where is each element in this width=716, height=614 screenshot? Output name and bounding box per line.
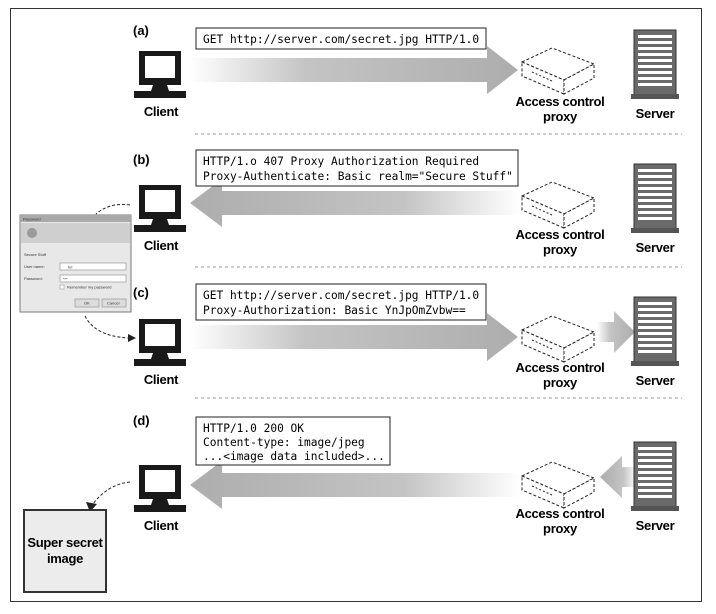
auth-request-arrow-c [190,313,518,361]
forward-arrow-c [597,311,635,353]
step-tag-b: (b) [133,152,150,167]
message-c-line1: GET http://server.com/secret.jpg HTTP/1.… [203,289,479,302]
proxy-label-d-2: proxy [543,521,578,536]
proxy-label-a-2: proxy [543,109,578,124]
client-icon-c [134,319,186,366]
username-field[interactable] [59,262,127,271]
proxy-label-c-2: proxy [543,375,578,390]
server-icon-c [630,296,680,367]
password-value: *** [63,277,68,282]
remember-checkbox[interactable] [59,284,65,290]
server-label-c: Server [636,373,675,388]
proxy-label-a-1: Access control [515,94,604,109]
message-box-b [195,149,519,187]
remember-label: Remember my password [67,285,111,290]
server-icon-b [630,163,680,234]
to-image-arrow [91,481,131,506]
server-icon-a [630,29,680,100]
from-dialog-arrowhead [128,334,136,342]
to-image-arrowhead [86,502,97,512]
username-value: bri [68,265,73,270]
message-box-d [195,416,391,466]
response-arrow-server-d [600,456,636,498]
proxy-icon-b [521,181,595,229]
from-dialog-arrow [84,315,129,339]
username-label: User name: [24,264,45,269]
client-label-b: Client [144,238,179,253]
dialog-title: Password [23,217,41,222]
request-arrow-a [190,46,518,94]
message-box-a [195,27,487,50]
cancel-button[interactable] [101,298,127,308]
client-icon-a [134,51,186,98]
password-field[interactable] [59,274,127,283]
server-label-b: Server [636,240,675,255]
password-label: Password: [24,276,43,281]
client-label-c: Client [144,372,179,387]
secret-image-box [23,509,107,593]
to-dialog-arrow [95,203,131,215]
message-d-line3: ...<image data included>... [203,450,385,463]
client-icon-b [134,185,186,232]
server-icon-d [630,441,680,512]
client-label-d: Client [144,518,179,533]
proxy-label-b-1: Access control [515,227,604,242]
message-b-line1: HTTP/1.o 407 Proxy Authorization Require… [203,155,479,168]
step-tag-a: (a) [133,23,149,38]
server-label-a: Server [636,106,675,121]
message-a-line1: GET http://server.com/secret.jpg HTTP/1.… [203,33,479,46]
proxy-icon-d [521,461,595,509]
message-box-c [195,283,487,321]
message-b-line2: Proxy-Authenticate: Basic realm="Secure … [203,170,513,183]
step-tag-c: (c) [133,285,149,300]
figure-frame [10,8,702,602]
password-dialog: Password Secure Stuff User name: bri Pas… [19,214,132,313]
key-icon [27,228,37,238]
server-label-d: Server [636,518,675,533]
response-arrow-d [190,461,520,509]
proxy-label-b-2: proxy [543,242,578,257]
dialog-prompt: Secure Stuff [24,252,47,257]
message-d-line1: HTTP/1.0 200 OK [203,422,304,435]
message-d-line2: Content-type: image/jpeg [203,436,365,449]
proxy-label-c-1: Access control [515,360,604,375]
ok-button[interactable] [74,298,100,308]
client-icon-d [134,465,186,512]
ok-label: OK [84,301,90,306]
secret-image-label-2: image [47,551,83,566]
secret-image-label-1: Super secret [27,535,103,550]
client-label-a: Client [144,104,179,119]
cancel-label: Cancel [107,301,120,306]
challenge-arrow-b [190,179,520,227]
message-c-line2: Proxy-Authorization: Basic YnJpOmZvbw== [203,304,466,317]
proxy-icon-a [521,47,595,95]
step-tag-d: (d) [133,413,150,428]
proxy-label-d-1: Access control [515,506,604,521]
proxy-icon-c [521,315,595,363]
